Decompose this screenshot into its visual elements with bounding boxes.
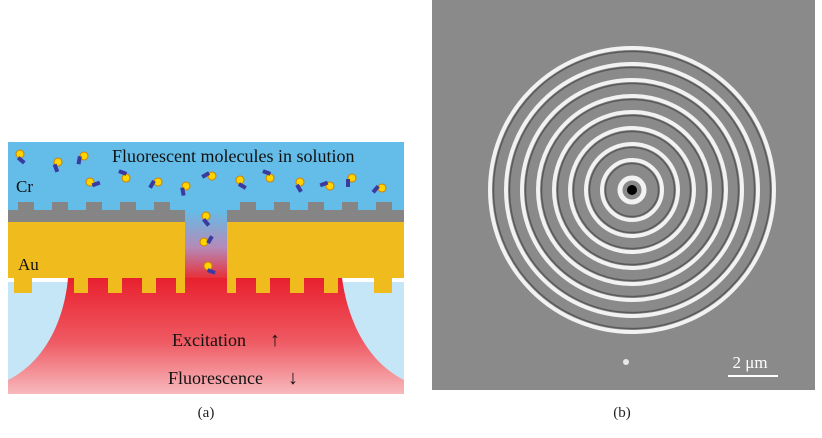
fluorescence-arrow-icon: ↓ bbox=[288, 367, 298, 389]
sem-particle bbox=[623, 359, 629, 365]
chromium-layer bbox=[8, 202, 404, 222]
caption-a: (a) bbox=[197, 405, 215, 421]
ring-shadows bbox=[492, 50, 772, 330]
concentric-rings bbox=[488, 46, 776, 334]
central-aperture bbox=[627, 185, 637, 195]
excitation-arrow-icon: ↑ bbox=[270, 329, 280, 351]
scale-bar-label: 2 μm bbox=[732, 353, 767, 372]
schematic-svg: Fluorescent molecules in solution Cr Au … bbox=[8, 142, 404, 394]
fluorescent-molecules bbox=[15, 149, 387, 275]
gold-corrugations bbox=[74, 277, 338, 293]
gold-label: Au bbox=[18, 255, 39, 274]
solution-label: Fluorescent molecules in solution bbox=[112, 146, 354, 166]
chromium-label: Cr bbox=[16, 177, 33, 196]
caption-b: (b) bbox=[613, 405, 631, 421]
schematic-panel-a: Fluorescent molecules in solution Cr Au … bbox=[8, 142, 404, 394]
sem-panel-b: 2 μm bbox=[432, 0, 815, 390]
sem-svg: 2 μm bbox=[432, 0, 815, 390]
laser-beam bbox=[8, 278, 404, 394]
excitation-label: Excitation bbox=[172, 330, 246, 350]
fluorescence-label: Fluorescence bbox=[168, 368, 263, 388]
